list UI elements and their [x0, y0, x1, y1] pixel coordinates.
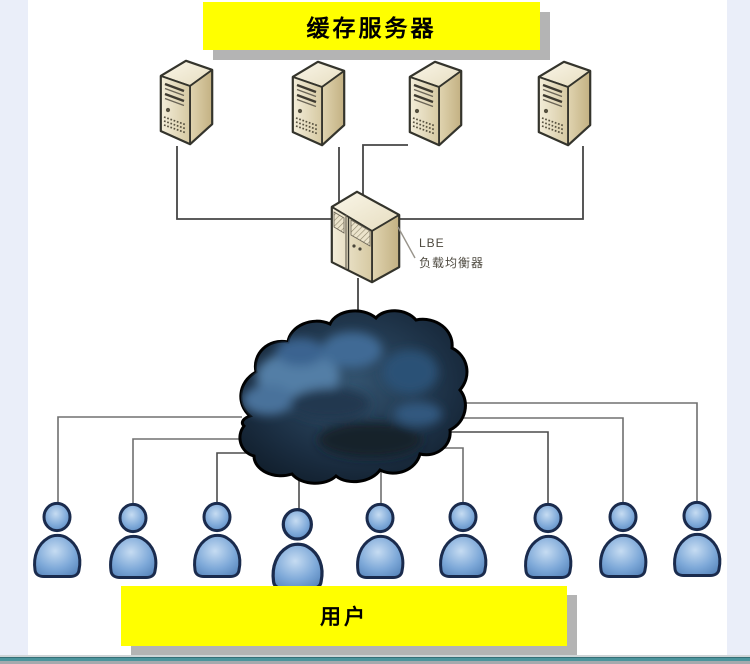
user-connector-lines: [57, 402, 698, 511]
cache-server-icon-2: [291, 60, 346, 147]
server-connector-lines: [176, 144, 584, 334]
load-balancer-icon: [330, 190, 401, 284]
bottom-rule-light: [0, 655, 750, 657]
bottom-banner-label: 用户: [320, 606, 368, 629]
connector-server3-lb: [362, 144, 408, 197]
user-icon-5: [356, 502, 405, 579]
cache-server-icon-4: [537, 60, 592, 147]
connector-server4-lb: [400, 146, 584, 220]
connector-cloud-user2: [132, 438, 250, 505]
connector-cloud-user1: [57, 416, 242, 504]
user-icon-2: [109, 502, 158, 579]
user-icon-9: [673, 500, 722, 577]
connector-cloud-user8: [420, 417, 624, 504]
connector-cloud-user3: [216, 452, 252, 504]
lb-label-callout-line: [397, 226, 416, 259]
right-margin-strip: [727, 0, 750, 664]
load-balancer-label: LBE 负载均衡器: [419, 233, 484, 273]
connector-cloud-user9: [448, 402, 698, 503]
user-icon-8: [599, 501, 648, 578]
cache-server-icon-3: [408, 60, 463, 147]
user-icon-7: [524, 502, 573, 579]
user-icon-6: [439, 501, 488, 578]
bottom-rule-gray: [0, 661, 750, 664]
user-icon-1: [33, 501, 82, 578]
internet-cloud-icon: [238, 309, 469, 485]
top-banner-label: 缓存服务器: [306, 15, 437, 41]
connector-server1-lb: [176, 146, 332, 220]
user-icon-3: [193, 501, 242, 578]
bottom-banner: 用户: [121, 586, 567, 646]
connector-cloud-user6: [430, 447, 464, 503]
connector-cloud-user7: [436, 431, 549, 505]
user-icon-4: [271, 508, 324, 591]
lb-vent-panel-right: [350, 219, 371, 247]
lb-vent-panel-left: [333, 211, 345, 234]
top-banner: 缓存服务器: [203, 2, 540, 50]
left-margin-strip: [0, 0, 28, 664]
cache-server-icon-1: [159, 59, 214, 146]
bottom-rule-teal: [0, 657, 750, 661]
load-balancer-label-line1: LBE: [419, 236, 445, 250]
load-balancer-label-line2: 负载均衡器: [419, 256, 485, 270]
